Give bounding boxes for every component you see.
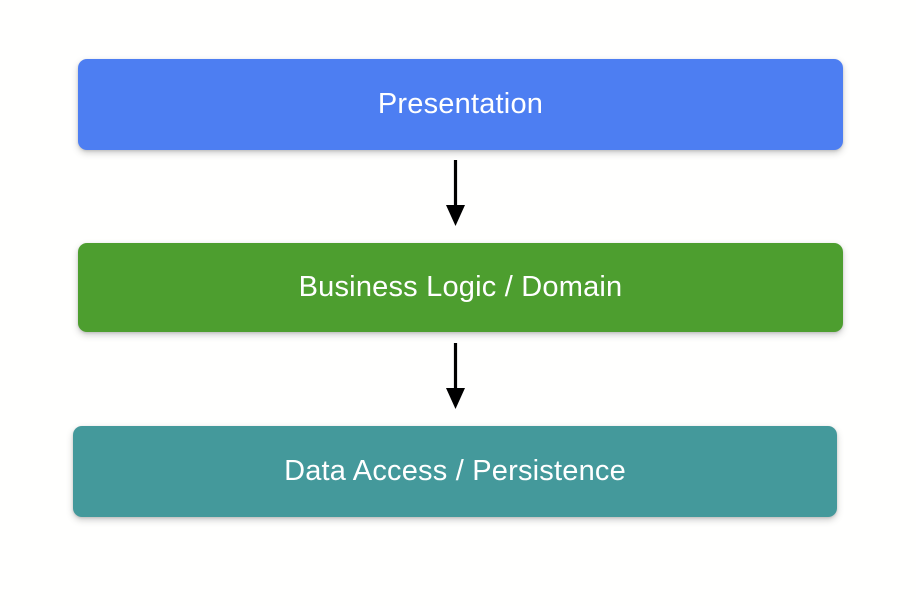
arrow-business-to-data-icon bbox=[420, 343, 492, 411]
layer-label-data-access: Data Access / Persistence bbox=[284, 455, 626, 487]
layer-label-business-logic: Business Logic / Domain bbox=[298, 271, 623, 303]
layer-label-presentation: Presentation bbox=[377, 88, 544, 120]
arrow-down-icon bbox=[446, 343, 465, 409]
layer-box-business-logic[interactable]: Business Logic / Domain bbox=[78, 243, 843, 332]
arrow-down-icon bbox=[446, 160, 465, 226]
arrow-presentation-to-business-icon bbox=[420, 160, 492, 228]
layer-box-data-access[interactable]: Data Access / Persistence bbox=[73, 426, 837, 517]
layer-box-presentation[interactable]: Presentation bbox=[78, 59, 843, 150]
